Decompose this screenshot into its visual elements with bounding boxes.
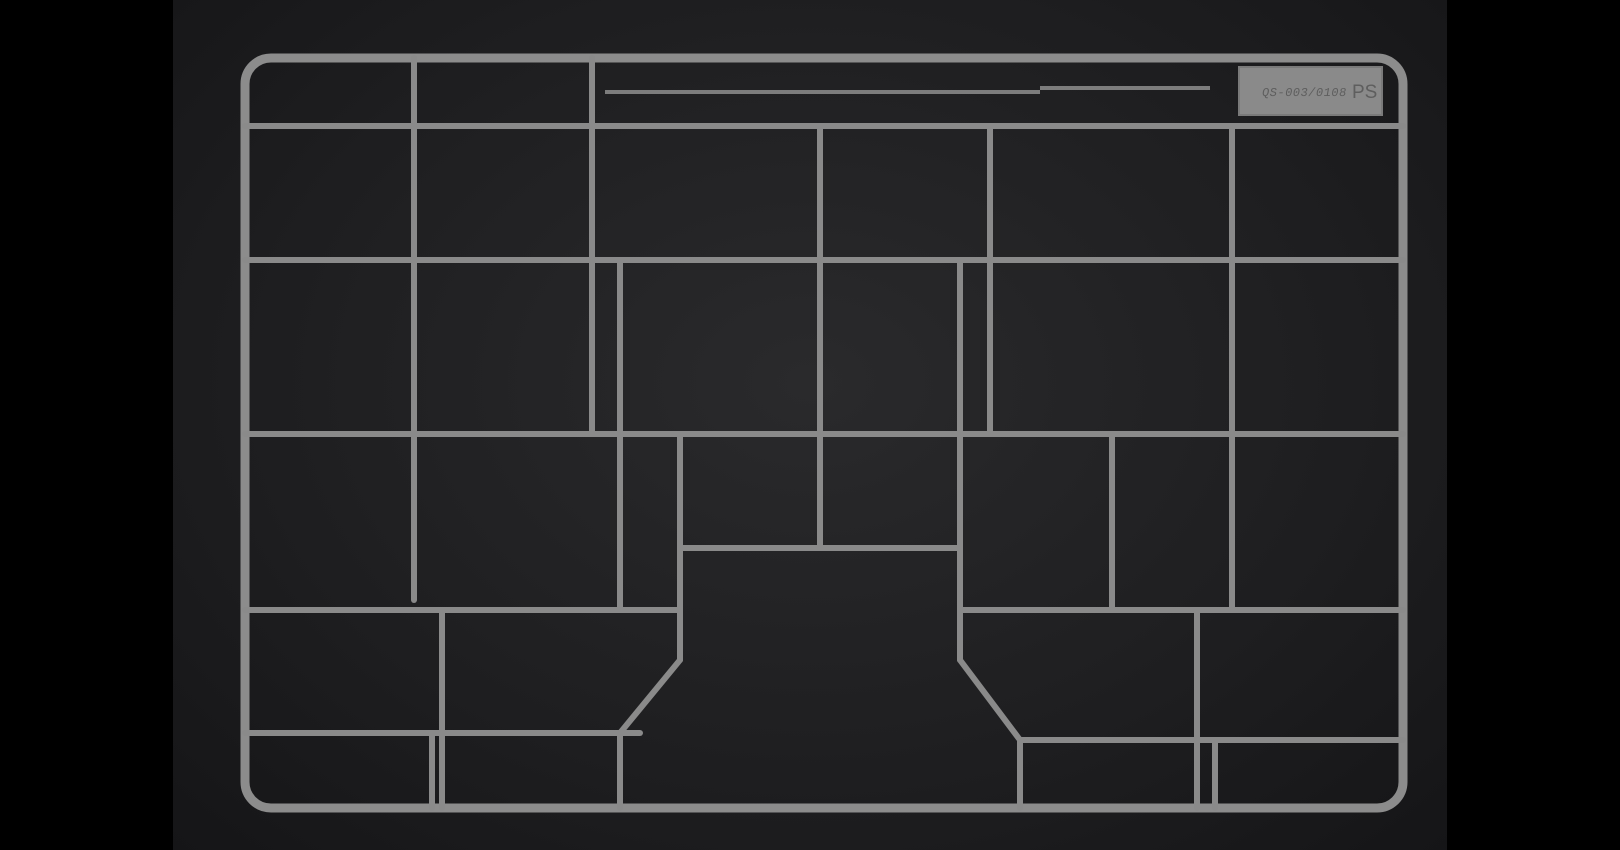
sprue-runners bbox=[242, 55, 1406, 811]
manufacturer-mark: PS bbox=[1352, 82, 1378, 103]
top-rod bbox=[605, 86, 1210, 94]
sprue-tab-plate bbox=[1238, 66, 1383, 116]
part-code-label: QS-003/0108 bbox=[1260, 86, 1348, 100]
